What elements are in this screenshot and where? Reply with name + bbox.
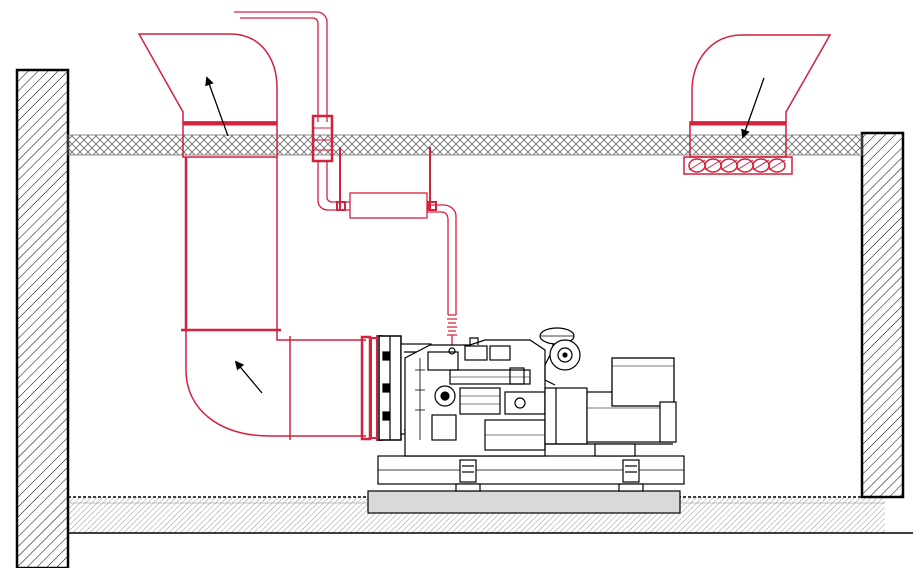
- exhaust-bellows: [447, 314, 457, 336]
- generator-plinth: [367, 490, 681, 514]
- left-wall: [15, 68, 70, 568]
- anti-vibration-mount-left: [455, 459, 481, 492]
- air-outlet-arrow-icon: [205, 76, 229, 137]
- discharge-air-duct: [137, 33, 383, 441]
- discharge-collar: [182, 121, 278, 158]
- radiator-flange: [360, 335, 372, 441]
- radiator-flow-arrow-icon: [234, 360, 263, 394]
- turbocharger: [544, 339, 581, 386]
- ceiling-slab: [67, 134, 863, 156]
- exhaust-silencer: [349, 192, 428, 219]
- intake-louvre: [683, 156, 793, 175]
- intake-hood: [691, 34, 832, 123]
- exhaust-roof-sleeve: [311, 114, 334, 163]
- airflow-arrows: [205, 76, 765, 394]
- anti-vibration-mount-right: [618, 459, 644, 492]
- discharge-elbow: [185, 330, 290, 437]
- louvre-blades: [688, 158, 786, 173]
- air-inlet-arrow-icon: [741, 77, 765, 139]
- intake-air-duct: [683, 34, 832, 175]
- exhaust-system: [234, 11, 457, 348]
- discharge-hood: [137, 33, 278, 123]
- right-wall: [860, 131, 905, 499]
- generator-set: [377, 327, 685, 492]
- engine: [404, 337, 546, 457]
- exhaust-outlet-pipe: [234, 11, 328, 122]
- alternator: [544, 357, 677, 457]
- building-structure: [15, 68, 913, 568]
